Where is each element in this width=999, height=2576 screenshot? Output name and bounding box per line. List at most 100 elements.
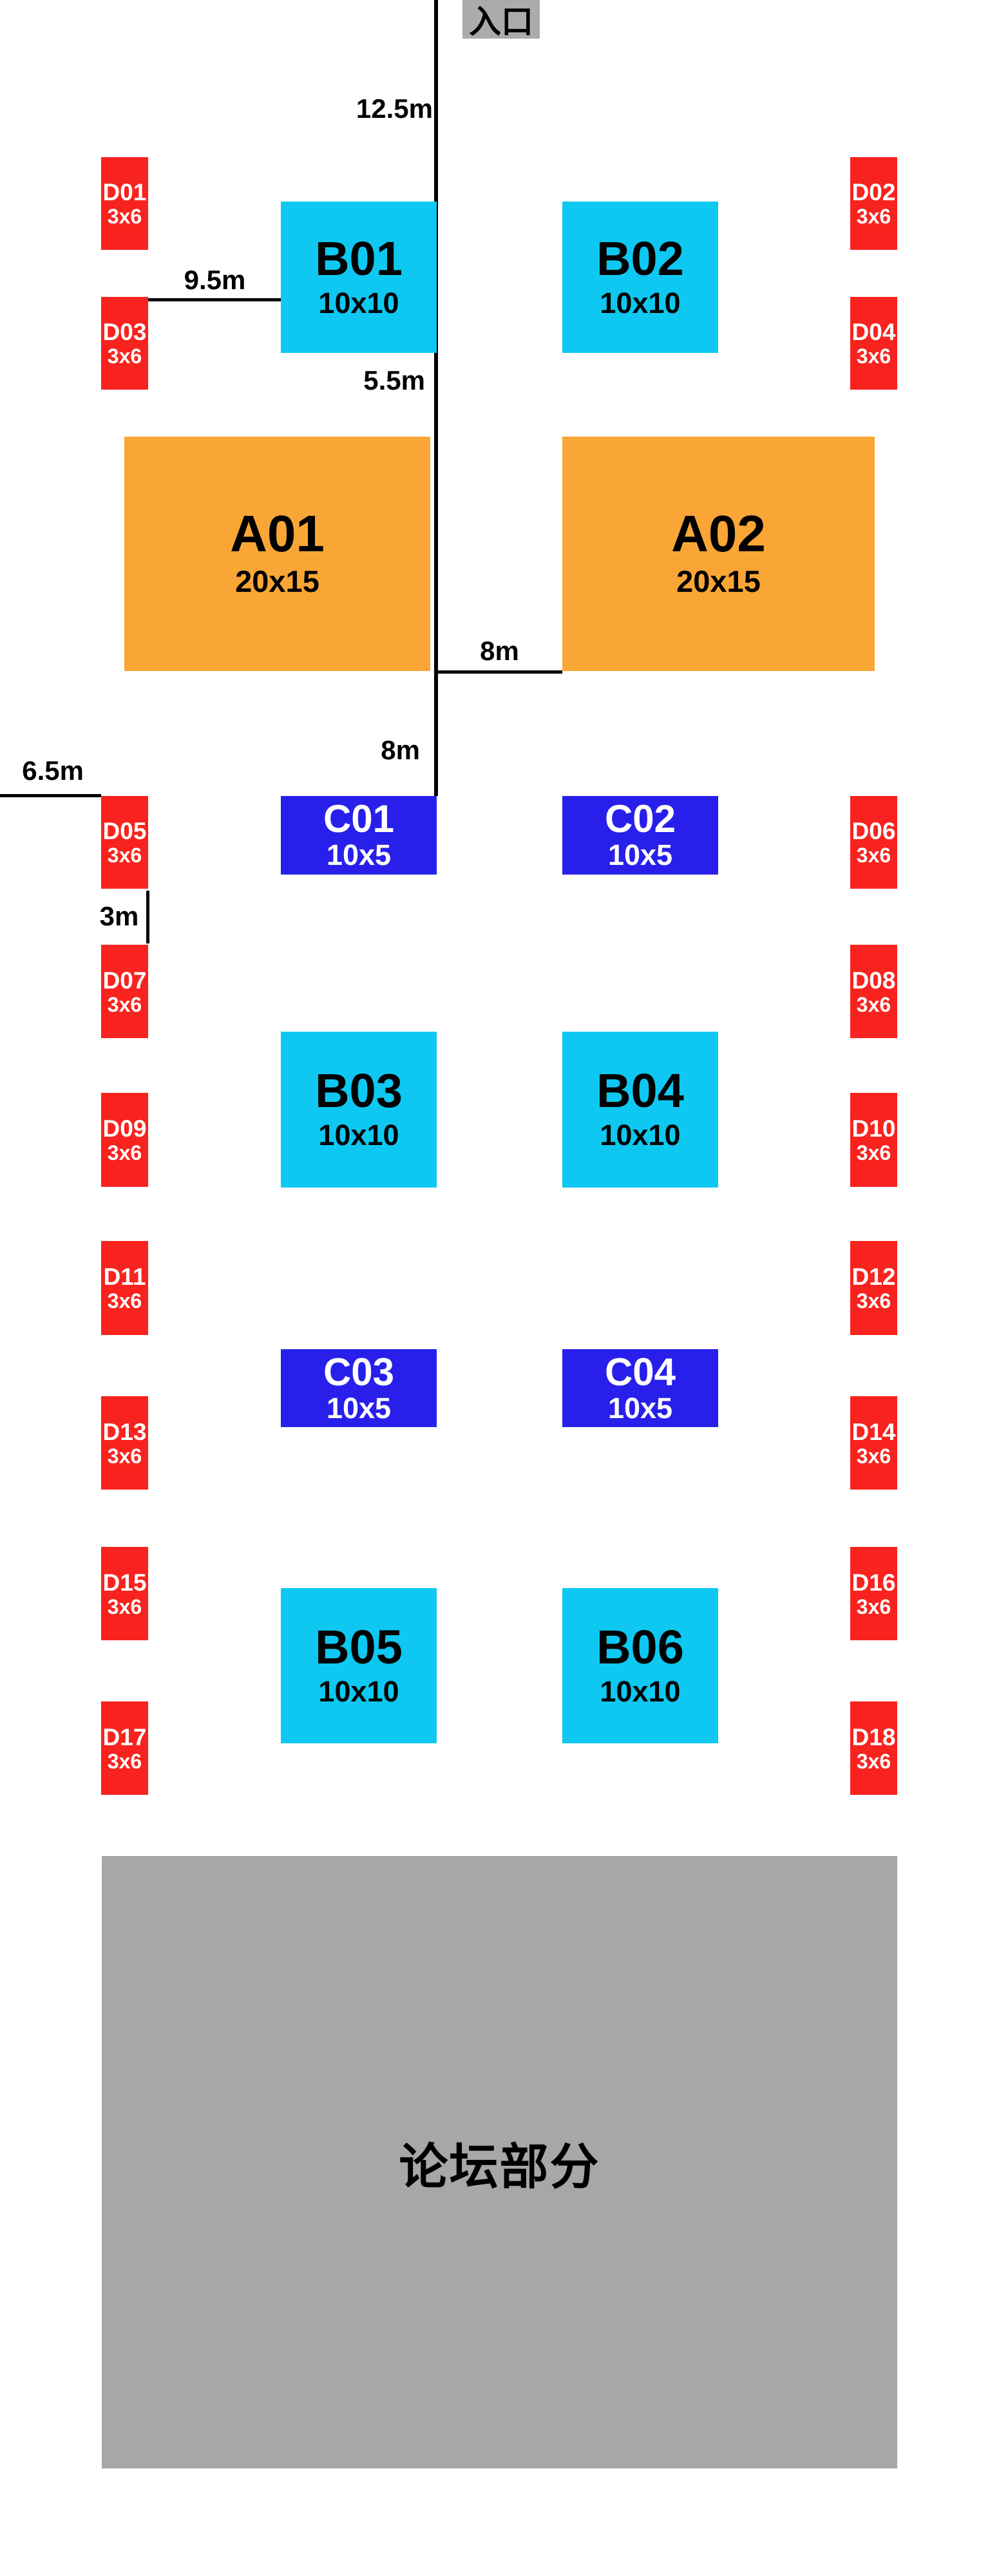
booth-D07-id: D07 bbox=[102, 967, 147, 994]
booth-D11: D11 3x6 bbox=[101, 1241, 148, 1335]
booth-D03-size: 3x6 bbox=[107, 345, 142, 368]
booth-B06: B06 10x10 bbox=[562, 1588, 718, 1743]
booth-C02-size: 10x5 bbox=[607, 838, 673, 871]
booth-C02: C02 10x5 bbox=[562, 796, 718, 875]
booth-B06-size: 10x10 bbox=[600, 1674, 681, 1708]
booth-D05: D05 3x6 bbox=[101, 796, 148, 889]
booth-A01: A01 20x15 bbox=[124, 437, 430, 671]
entrance-label: 入口 bbox=[469, 4, 533, 40]
booth-D10-size: 3x6 bbox=[856, 1141, 891, 1164]
booth-D09-id: D09 bbox=[102, 1115, 147, 1142]
booth-D01-id: D01 bbox=[102, 179, 147, 205]
booth-C02-id: C02 bbox=[604, 797, 676, 840]
booth-D08: D08 3x6 bbox=[850, 945, 897, 1038]
booth-A01-id: A01 bbox=[230, 505, 325, 562]
booth-B05: B05 10x10 bbox=[281, 1588, 437, 1743]
booth-C03-size: 10x5 bbox=[326, 1391, 392, 1425]
booth-D08-size: 3x6 bbox=[856, 992, 891, 1016]
booth-D02-id: D02 bbox=[852, 179, 896, 205]
booth-C01-size: 10x5 bbox=[326, 838, 392, 871]
booth-A01-size: 20x15 bbox=[235, 564, 319, 598]
booth-C01-id: C01 bbox=[323, 797, 395, 840]
booth-D09: D09 3x6 bbox=[101, 1093, 148, 1187]
booth-D18: D18 3x6 bbox=[850, 1701, 897, 1795]
booth-B03-id: B03 bbox=[315, 1064, 403, 1117]
measurement-left-margin: 6.5m bbox=[22, 755, 84, 786]
booth-D02: D02 3x6 bbox=[850, 157, 897, 250]
booth-B03: B03 10x10 bbox=[281, 1032, 437, 1188]
booth-D07-size: 3x6 bbox=[107, 992, 142, 1016]
booth-A02: A02 20x15 bbox=[562, 437, 875, 671]
booth-D06: D06 3x6 bbox=[850, 796, 897, 889]
booth-B06-id: B06 bbox=[596, 1620, 684, 1674]
booth-D15-id: D15 bbox=[102, 1569, 147, 1596]
booth-D15: D15 3x6 bbox=[101, 1547, 148, 1640]
booth-D17-id: D17 bbox=[102, 1723, 147, 1750]
measurement-b-to-a-gap: 5.5m bbox=[363, 365, 425, 395]
booth-D07: D07 3x6 bbox=[101, 945, 148, 1038]
booth-D13-size: 3x6 bbox=[107, 1444, 142, 1468]
booth-D18-id: D18 bbox=[852, 1723, 896, 1750]
gap-line-6-5m bbox=[0, 794, 101, 797]
booth-D16: D16 3x6 bbox=[850, 1547, 897, 1640]
booth-D06-size: 3x6 bbox=[856, 844, 891, 867]
booth-D11-size: 3x6 bbox=[107, 1289, 142, 1312]
booth-D05-id: D05 bbox=[102, 818, 147, 844]
measurement-entry-gap: 12.5m bbox=[356, 93, 433, 124]
booth-C03: C03 10x5 bbox=[281, 1349, 437, 1427]
booth-D14-size: 3x6 bbox=[856, 1444, 891, 1468]
booth-D16-size: 3x6 bbox=[856, 1595, 891, 1618]
entrance-badge: 入口 bbox=[462, 0, 540, 40]
booth-B02: B02 10x10 bbox=[562, 202, 718, 353]
booth-D04-size: 3x6 bbox=[856, 345, 891, 368]
booth-B05-id: B05 bbox=[315, 1620, 403, 1674]
measurement-left-gap: 9.5m bbox=[184, 265, 246, 295]
booth-B04-size: 10x10 bbox=[600, 1119, 681, 1151]
booth-D10-id: D10 bbox=[852, 1115, 896, 1142]
booth-B04-id: B04 bbox=[596, 1064, 684, 1117]
booth-D12: D12 3x6 bbox=[850, 1241, 897, 1335]
booth-D04: D04 3x6 bbox=[850, 297, 897, 390]
booth-B05-size: 10x10 bbox=[318, 1674, 399, 1708]
gap-line-3m bbox=[146, 891, 149, 943]
booth-D15-size: 3x6 bbox=[107, 1595, 142, 1618]
booth-D12-id: D12 bbox=[852, 1264, 896, 1290]
booth-C03-id: C03 bbox=[323, 1350, 395, 1394]
booth-B01-id: B01 bbox=[315, 231, 403, 285]
booth-D05-size: 3x6 bbox=[107, 844, 142, 867]
gap-line-8m-horizontal bbox=[437, 670, 562, 674]
booth-D13-id: D13 bbox=[102, 1418, 147, 1445]
booth-B01-size: 10x10 bbox=[318, 286, 399, 319]
booth-D10: D10 3x6 bbox=[850, 1093, 897, 1187]
booth-D14-id: D14 bbox=[852, 1418, 896, 1445]
booth-D17-size: 3x6 bbox=[107, 1749, 142, 1773]
booth-C04-id: C04 bbox=[604, 1350, 676, 1394]
booth-D14: D14 3x6 bbox=[850, 1396, 897, 1490]
booth-D02-size: 3x6 bbox=[856, 205, 891, 228]
booth-D03-id: D03 bbox=[102, 319, 147, 345]
booth-D01-size: 3x6 bbox=[107, 205, 142, 228]
booth-D12-size: 3x6 bbox=[856, 1289, 891, 1312]
booth-D16-id: D16 bbox=[852, 1569, 896, 1596]
booth-D03: D03 3x6 bbox=[101, 297, 148, 390]
booth-B04: B04 10x10 bbox=[562, 1032, 718, 1188]
booth-C01: C01 10x5 bbox=[281, 796, 437, 875]
entrance-corridor-line bbox=[434, 0, 438, 796]
booth-C04-size: 10x5 bbox=[607, 1391, 673, 1425]
booth-D17: D17 3x6 bbox=[101, 1701, 148, 1795]
measurement-a-to-c-gap: 8m bbox=[381, 735, 420, 765]
booth-B02-size: 10x10 bbox=[600, 286, 681, 319]
booth-A02-id: A02 bbox=[671, 505, 766, 562]
forum-label: 论坛部分 bbox=[399, 2139, 600, 2195]
booth-D11-id: D11 bbox=[103, 1264, 146, 1290]
booth-A02-size: 20x15 bbox=[676, 564, 761, 598]
forum-area: 论坛部分 bbox=[102, 1856, 897, 2468]
booth-D13: D13 3x6 bbox=[101, 1396, 148, 1490]
booth-D01: D01 3x6 bbox=[101, 157, 148, 250]
booth-D18-size: 3x6 bbox=[856, 1749, 891, 1773]
measurement-a-corridor-gap: 8m bbox=[480, 636, 519, 666]
booth-D04-id: D04 bbox=[852, 319, 896, 345]
gap-line-9-5m bbox=[148, 298, 281, 301]
booth-D09-size: 3x6 bbox=[107, 1141, 142, 1164]
